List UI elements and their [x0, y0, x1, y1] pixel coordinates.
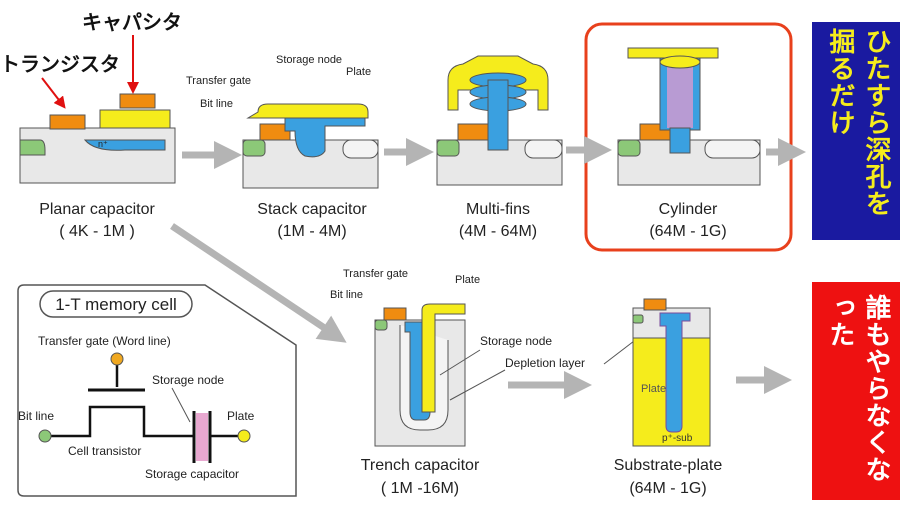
substrate-plate-range: (64M - 1G)	[629, 480, 706, 497]
arrow-planar-to-trench	[170, 223, 347, 343]
multi-fins-label: Multi-fins	[466, 201, 530, 218]
multi-fins-structure	[436, 55, 563, 186]
stack-capacitor-label: Stack capacitor	[257, 201, 367, 218]
cylinder-label: Cylinder	[659, 201, 718, 218]
depletion-layer-label: Depletion layer	[505, 356, 585, 370]
stack-storage-node-label: Storage node	[276, 54, 342, 66]
memory-cell-plate-label: Plate	[227, 409, 255, 423]
trench-capacitor-structure	[374, 303, 466, 447]
trench-transfer-gate-label: Transfer gate	[343, 268, 408, 280]
memory-cell-transistor-label: Cell transistor	[68, 444, 141, 458]
planar-capacitor-label: Planar capacitor	[39, 201, 155, 218]
planar-capacitor-range: ( 4K - 1M )	[59, 223, 135, 240]
planar-capacitor-structure: n⁺	[19, 93, 176, 184]
transistor-pointer-arrow	[41, 77, 66, 109]
memory-cell-schematic	[17, 284, 297, 497]
trench-bit-line-label: Bit line	[330, 289, 363, 301]
memory-cell-capacitor-label: Storage capacitor	[145, 467, 239, 481]
depletion-leader	[449, 369, 506, 401]
n-plus-label: n⁺	[98, 139, 108, 149]
storage-node-leader	[439, 349, 481, 376]
stack-transfer-gate-label: Transfer gate	[186, 75, 251, 87]
memory-cell-transfer-gate-label: Transfer gate (Word line)	[38, 334, 171, 348]
substrate-plate-structure: Plate p⁺-sub	[632, 298, 711, 447]
stack-capacitor-range: (1M - 4M)	[277, 223, 346, 240]
stack-plate-label: Plate	[346, 66, 371, 78]
side-note-bottom-box: 誰もやらなくなった	[812, 282, 900, 500]
trench-capacitor-label: Trench capacitor	[361, 457, 480, 474]
side-note-top-box: ひたすら深孔を掘るだけ	[812, 22, 900, 240]
cylinder-structure	[617, 47, 761, 186]
trench-storage-node-label: Storage node	[480, 334, 552, 348]
memory-cell-bit-line-label: Bit line	[18, 409, 54, 423]
side-note-bottom-text: 誰もやらなくなった	[825, 294, 891, 483]
trench-plate-label: Plate	[455, 274, 480, 286]
capacitor-annotation: キャパシタ	[82, 10, 182, 34]
memory-cell-storage-node-label: Storage node	[152, 373, 224, 387]
memory-cell-title: 1-T memory cell	[55, 295, 177, 314]
stack-capacitor-structure	[242, 103, 379, 189]
substrate-plate-label: Plate	[641, 383, 666, 395]
cylinder-range: (64M - 1G)	[649, 223, 726, 240]
transistor-annotation: トランジスタ	[0, 52, 120, 76]
substrate-plate-name: Substrate-plate	[614, 457, 723, 474]
trench-capacitor-range: ( 1M -16M)	[381, 480, 459, 497]
p-plus-sub-label: p⁺-sub	[662, 433, 693, 444]
stack-bit-line-label: Bit line	[200, 98, 233, 110]
multi-fins-range: (4M - 64M)	[459, 223, 537, 240]
side-note-top-text: ひたすら深孔を掘るだけ	[825, 28, 891, 217]
